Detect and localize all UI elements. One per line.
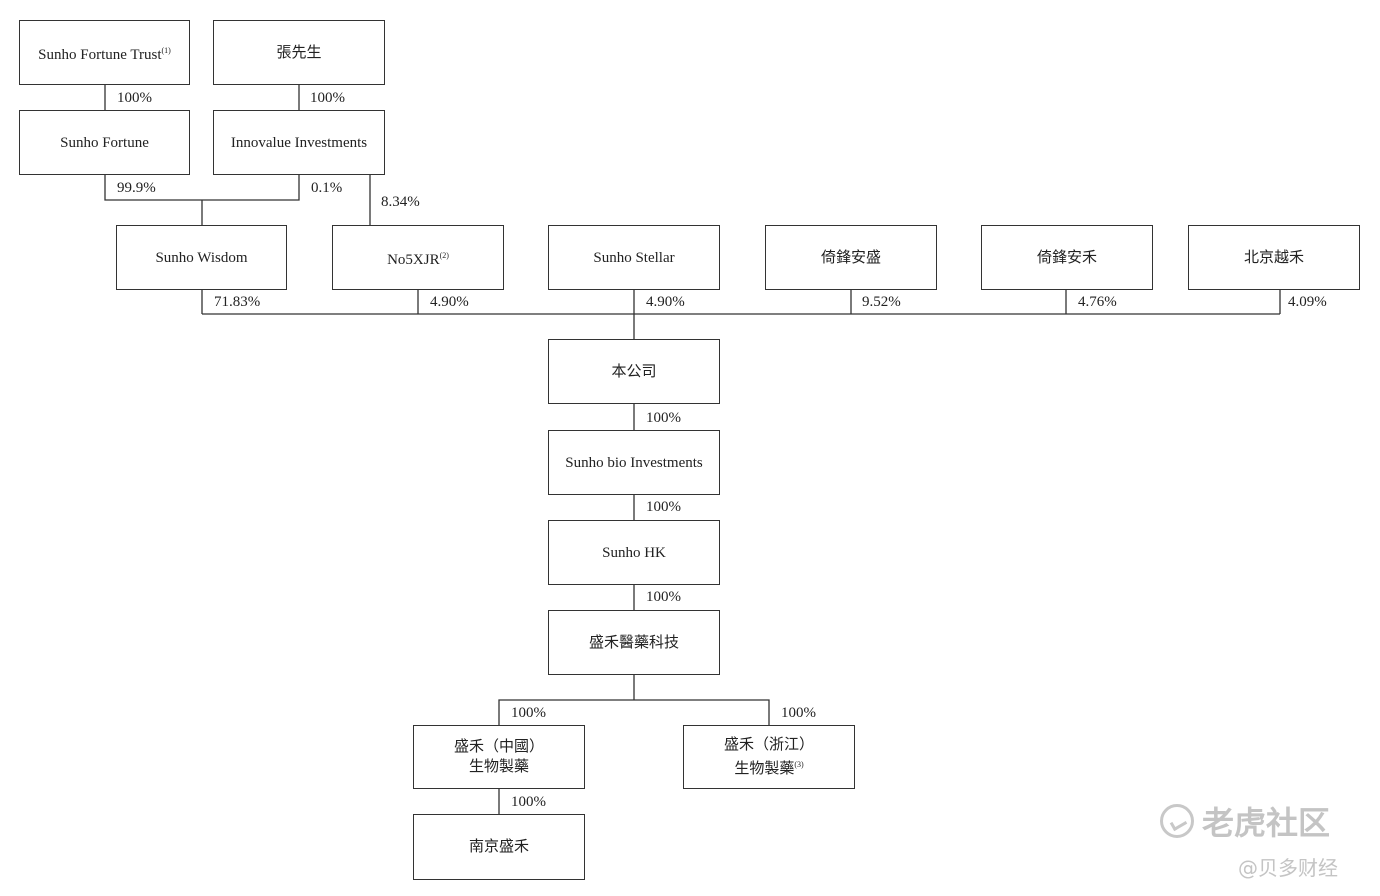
pct-stellar-to-company: 4.90%	[646, 294, 685, 310]
box-shenghe-zhejiang: 盛禾（浙江） 生物製藥(3)	[683, 725, 855, 789]
label-yifeng-anhe: 倚鋒安禾	[1036, 249, 1097, 266]
pct-no5xjr-to-company: 4.90%	[430, 294, 469, 310]
pct-hk-to-tech: 100%	[646, 589, 681, 605]
label-sunho-hk: Sunho HK	[602, 544, 666, 561]
label-shenghe-zhejiang-line1: 盛禾（浙江）	[723, 737, 814, 753]
box-shenghe-tech: 盛禾醫藥科技	[548, 610, 720, 675]
note-no5xjr: (2)	[439, 250, 449, 260]
box-yifeng-anhe: 倚鋒安禾	[981, 225, 1153, 290]
pct-innovalue-to-wisdom: 0.1%	[311, 180, 343, 196]
box-sunho-fortune: Sunho Fortune	[19, 110, 190, 175]
label-sunho-stellar: Sunho Stellar	[593, 249, 675, 266]
box-innovalue-investments: Innovalue Investments	[213, 110, 385, 175]
pct-yuehe-to-company: 4.09%	[1288, 294, 1327, 310]
box-nanjing-shenghe: 南京盛禾	[413, 814, 585, 880]
label-nanjing-shenghe: 南京盛禾	[468, 839, 529, 855]
pct-wisdom-to-company: 71.83%	[214, 294, 261, 310]
box-sunho-wisdom: Sunho Wisdom	[116, 225, 287, 290]
pct-china-to-nanjing: 100%	[511, 794, 546, 810]
label-shenghe-china-line2: 生物製藥	[468, 759, 529, 775]
pct-tech-to-china: 100%	[511, 705, 546, 721]
label-shenghe-china-line1: 盛禾（中國）	[453, 739, 544, 755]
label-mr-zhang: 張先生	[276, 44, 322, 61]
box-sunho-fortune-trust: Sunho Fortune Trust(1)	[19, 20, 190, 85]
pct-trust-to-fortune: 100%	[117, 90, 152, 106]
pct-company-to-bio: 100%	[646, 410, 681, 426]
box-shenghe-china: 盛禾（中國） 生物製藥	[413, 725, 585, 789]
pct-fortune-to-wisdom: 99.9%	[117, 180, 156, 196]
note-sunho-fortune-trust: (1)	[161, 45, 171, 55]
box-sunho-hk: Sunho HK	[548, 520, 720, 585]
pct-innovalue-to-no5xjr: 8.34%	[381, 194, 420, 210]
label-yifeng-ansheng: 倚鋒安盛	[820, 249, 881, 266]
box-sunho-bio-investments: Sunho bio Investments	[548, 430, 720, 495]
connector-split-branches	[498, 699, 770, 725]
note-shenghe-zhejiang: (3)	[794, 760, 804, 769]
label-sunho-wisdom: Sunho Wisdom	[155, 249, 248, 266]
watermark-logo: 老虎社区	[1160, 798, 1330, 844]
box-no5xjr: No5XJR(2)	[332, 225, 504, 290]
watermark-source: @贝多财经	[1238, 856, 1338, 880]
pct-zhang-to-innovalue: 100%	[310, 90, 345, 106]
pct-bio-to-hk: 100%	[646, 499, 681, 515]
label-shenghe-tech: 盛禾醫藥科技	[588, 634, 679, 651]
label-beijing-yuehe: 北京越禾	[1243, 249, 1304, 266]
label-sunho-bio-investments: Sunho bio Investments	[565, 454, 703, 471]
box-mr-zhang: 張先生	[213, 20, 385, 85]
label-shenghe-zhejiang-line2: 生物製藥	[734, 761, 795, 777]
label-sunho-fortune: Sunho Fortune	[60, 134, 149, 151]
tiger-logo-icon	[1160, 804, 1194, 838]
box-company: 本公司	[548, 339, 720, 404]
label-innovalue-investments: Innovalue Investments	[230, 134, 368, 151]
pct-ansheng-to-company: 9.52%	[862, 294, 901, 310]
box-sunho-stellar: Sunho Stellar	[548, 225, 720, 290]
label-no5xjr: No5XJR	[387, 251, 440, 268]
watermark-brand: 老虎社区	[1202, 804, 1331, 842]
label-sunho-fortune-trust: Sunho Fortune Trust	[38, 46, 162, 63]
pct-tech-to-zhejiang: 100%	[781, 705, 816, 721]
box-beijing-yuehe: 北京越禾	[1188, 225, 1360, 290]
box-yifeng-ansheng: 倚鋒安盛	[765, 225, 937, 290]
label-company: 本公司	[611, 363, 657, 380]
pct-anhe-to-company: 4.76%	[1078, 294, 1117, 310]
